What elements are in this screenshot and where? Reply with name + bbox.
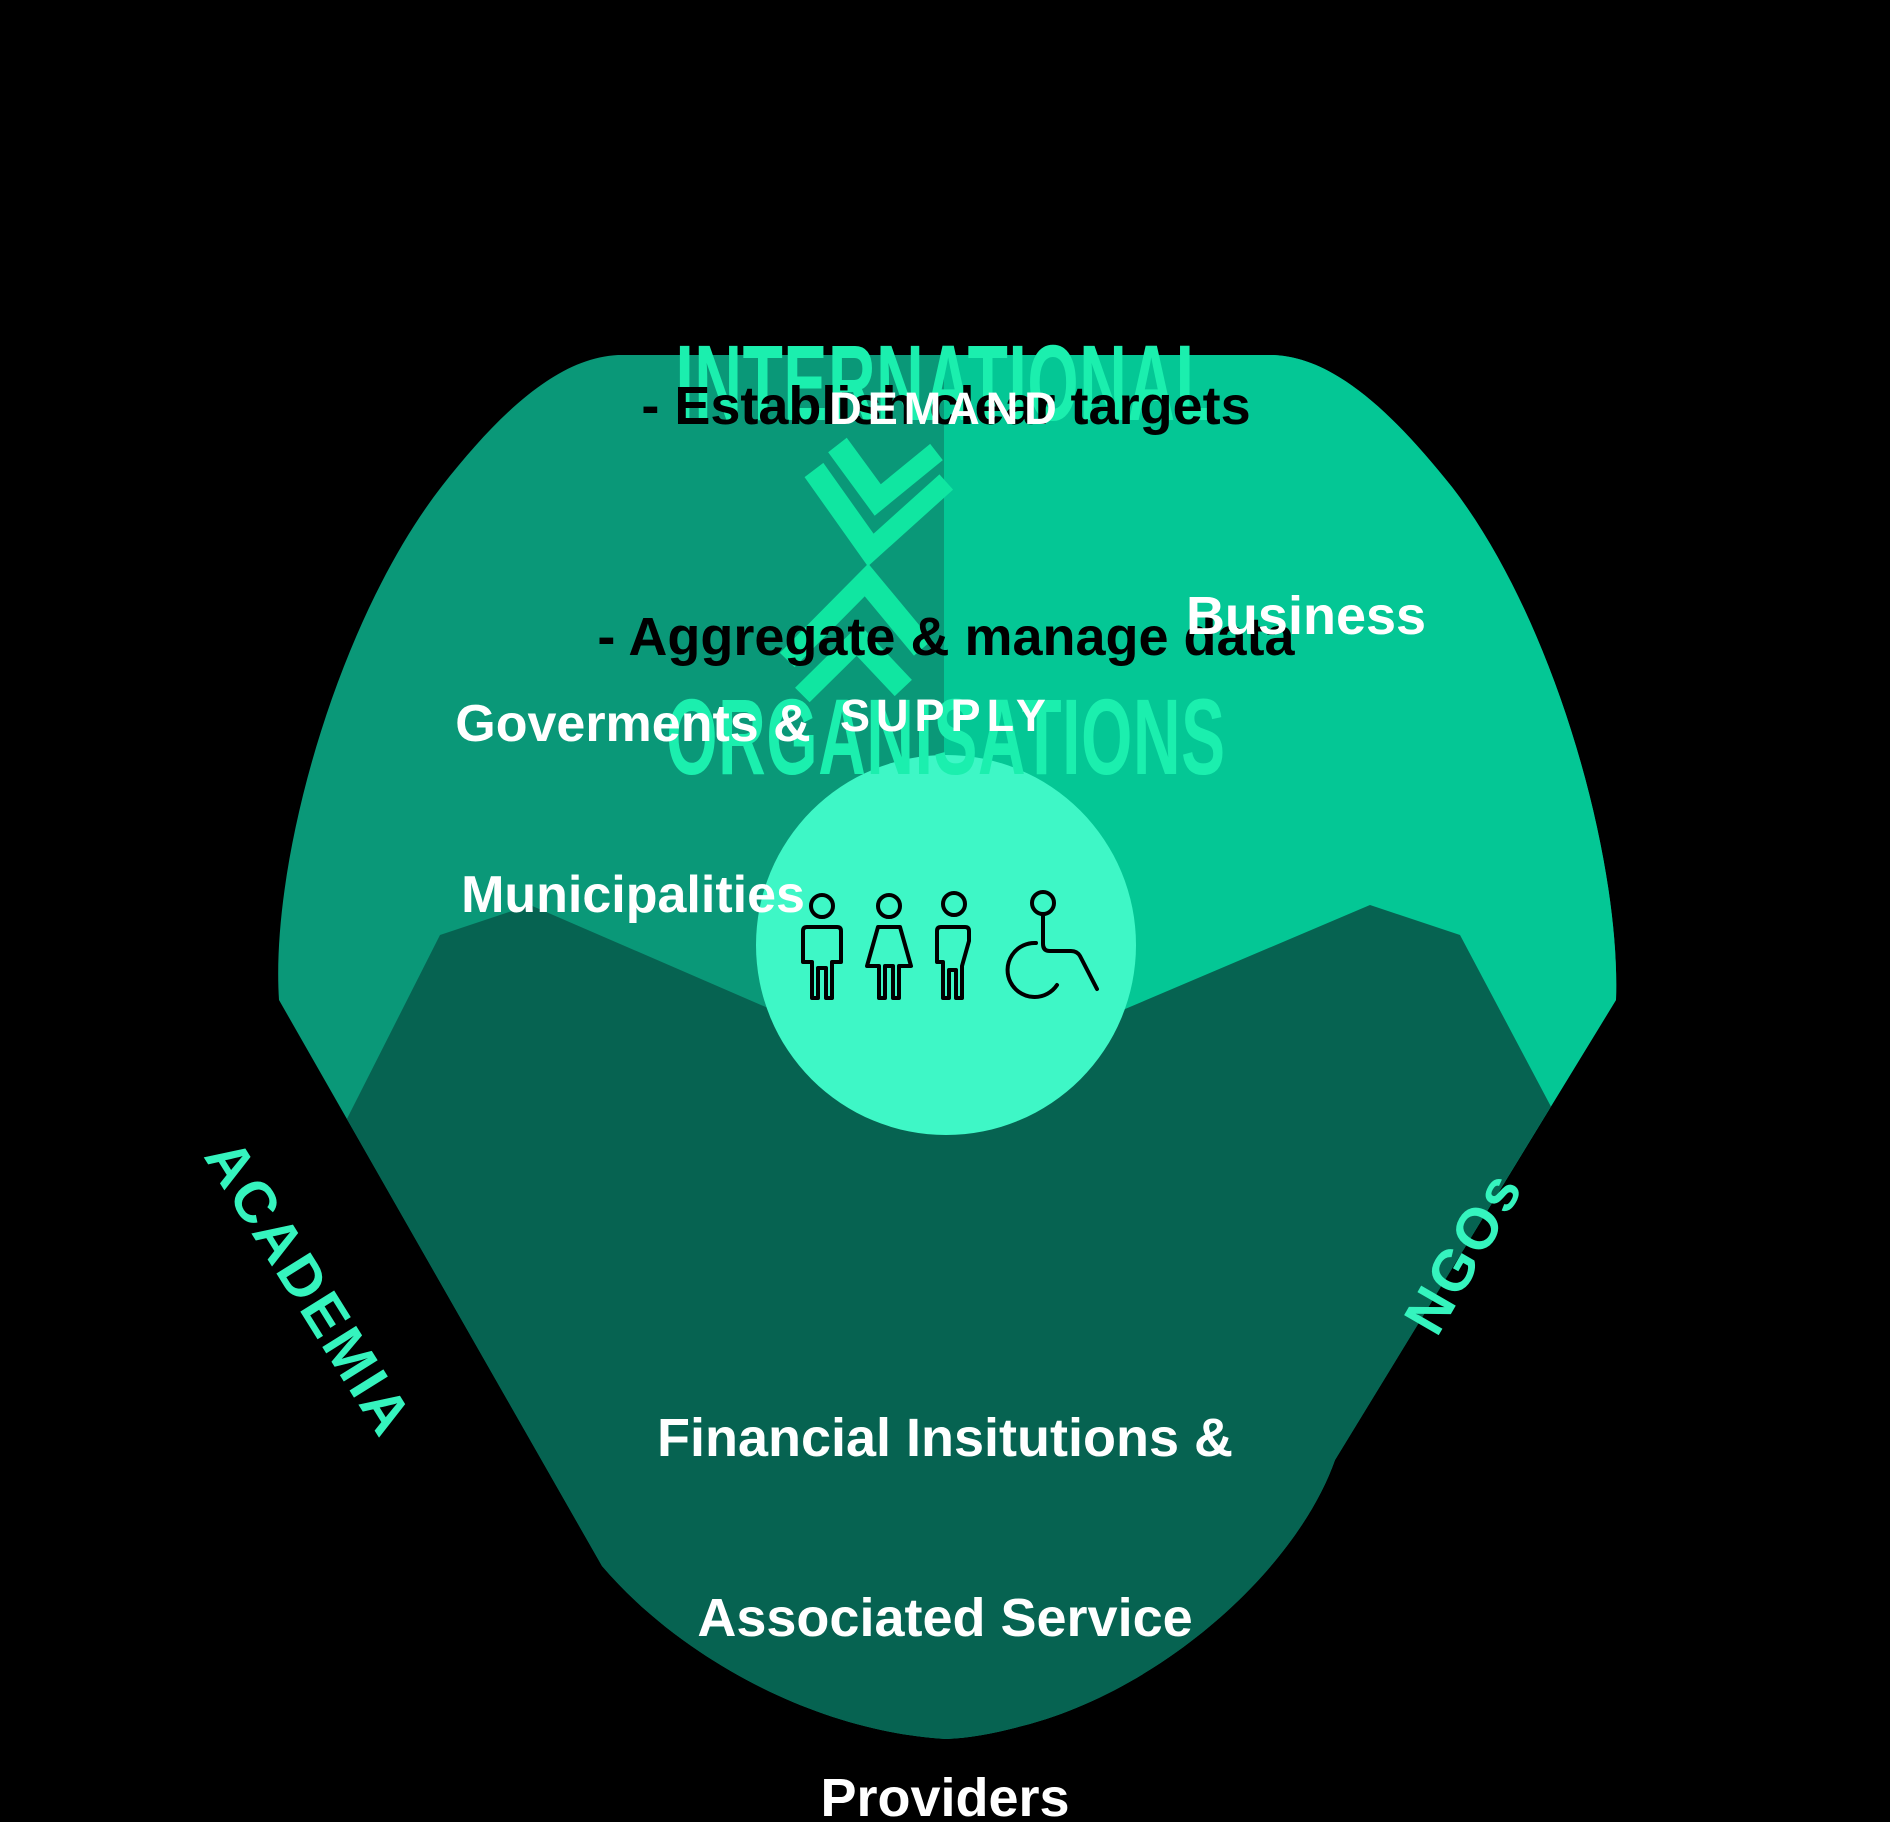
financial-label: Financial Insitutions & Associated Servi…	[545, 1288, 1345, 1822]
business-label: Business	[1185, 586, 1427, 646]
financial-label-line1: Financial Insitutions &	[656, 1408, 1234, 1468]
page-title: INTERNATIONAL ORGANISATIONS	[641, 88, 1251, 1032]
governments-label-line1: Goverments &	[455, 695, 811, 753]
demand-label: DEMAND	[829, 383, 1063, 434]
center-circle	[756, 755, 1136, 1135]
governments-label-line2: Municipalities	[461, 866, 805, 924]
financial-label-line3: Providers	[820, 1768, 1070, 1822]
down-arrows-icon	[804, 437, 954, 567]
woman-icon	[865, 893, 913, 1000]
title-line1: INTERNATIONAL	[675, 322, 1217, 443]
man-icon	[801, 893, 843, 1000]
supply-label: SUPPLY	[840, 690, 1052, 741]
up-arrows-icon	[779, 563, 932, 703]
wheelchair-icon	[1005, 890, 1099, 999]
title-note-line2: - Aggregate & manage data	[597, 607, 1295, 667]
governments-label: Goverments & Municipalities	[333, 582, 933, 1038]
financial-label-line2: Associated Service	[697, 1588, 1193, 1648]
title-line2: ORGANISATIONS	[666, 676, 1226, 797]
ngos-note-line2: oriented economy	[1715, 1222, 1890, 1434]
demand-supply-arrows-icon	[779, 437, 954, 703]
title-note-line1: - Establish clear targets	[641, 376, 1251, 436]
title-hidden-notes: - Establish clear targets - Aggregate & …	[446, 214, 1446, 830]
ngos-note-line1: Advocate for an impact-	[1521, 955, 1747, 1322]
person-icon	[935, 891, 971, 1000]
